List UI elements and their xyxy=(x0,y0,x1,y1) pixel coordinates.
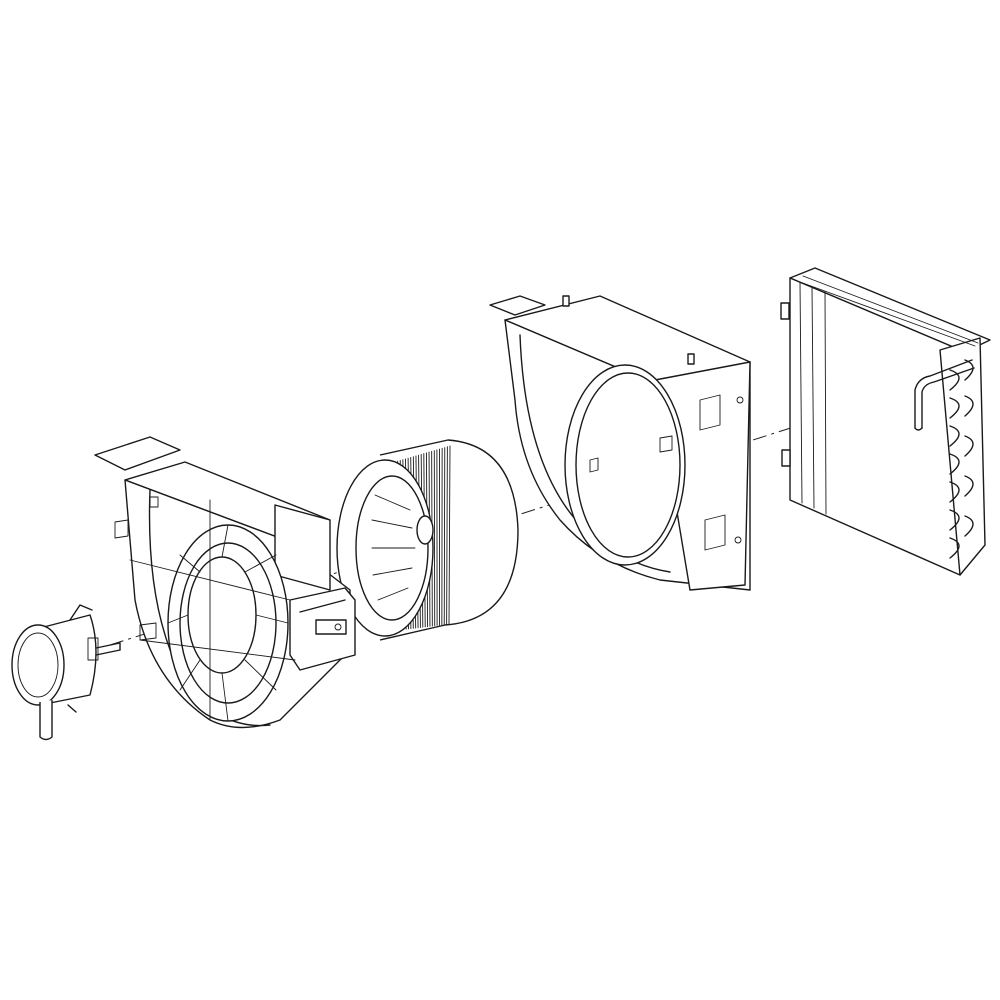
blade-line xyxy=(443,447,446,626)
rear-blower-housing xyxy=(489,295,751,591)
blower-wheel xyxy=(336,439,519,641)
blade-line xyxy=(446,446,448,625)
evaporator-coil xyxy=(780,267,991,576)
blade-line xyxy=(448,445,451,625)
front-blower-housing xyxy=(94,436,356,729)
blower-motor xyxy=(11,604,121,741)
